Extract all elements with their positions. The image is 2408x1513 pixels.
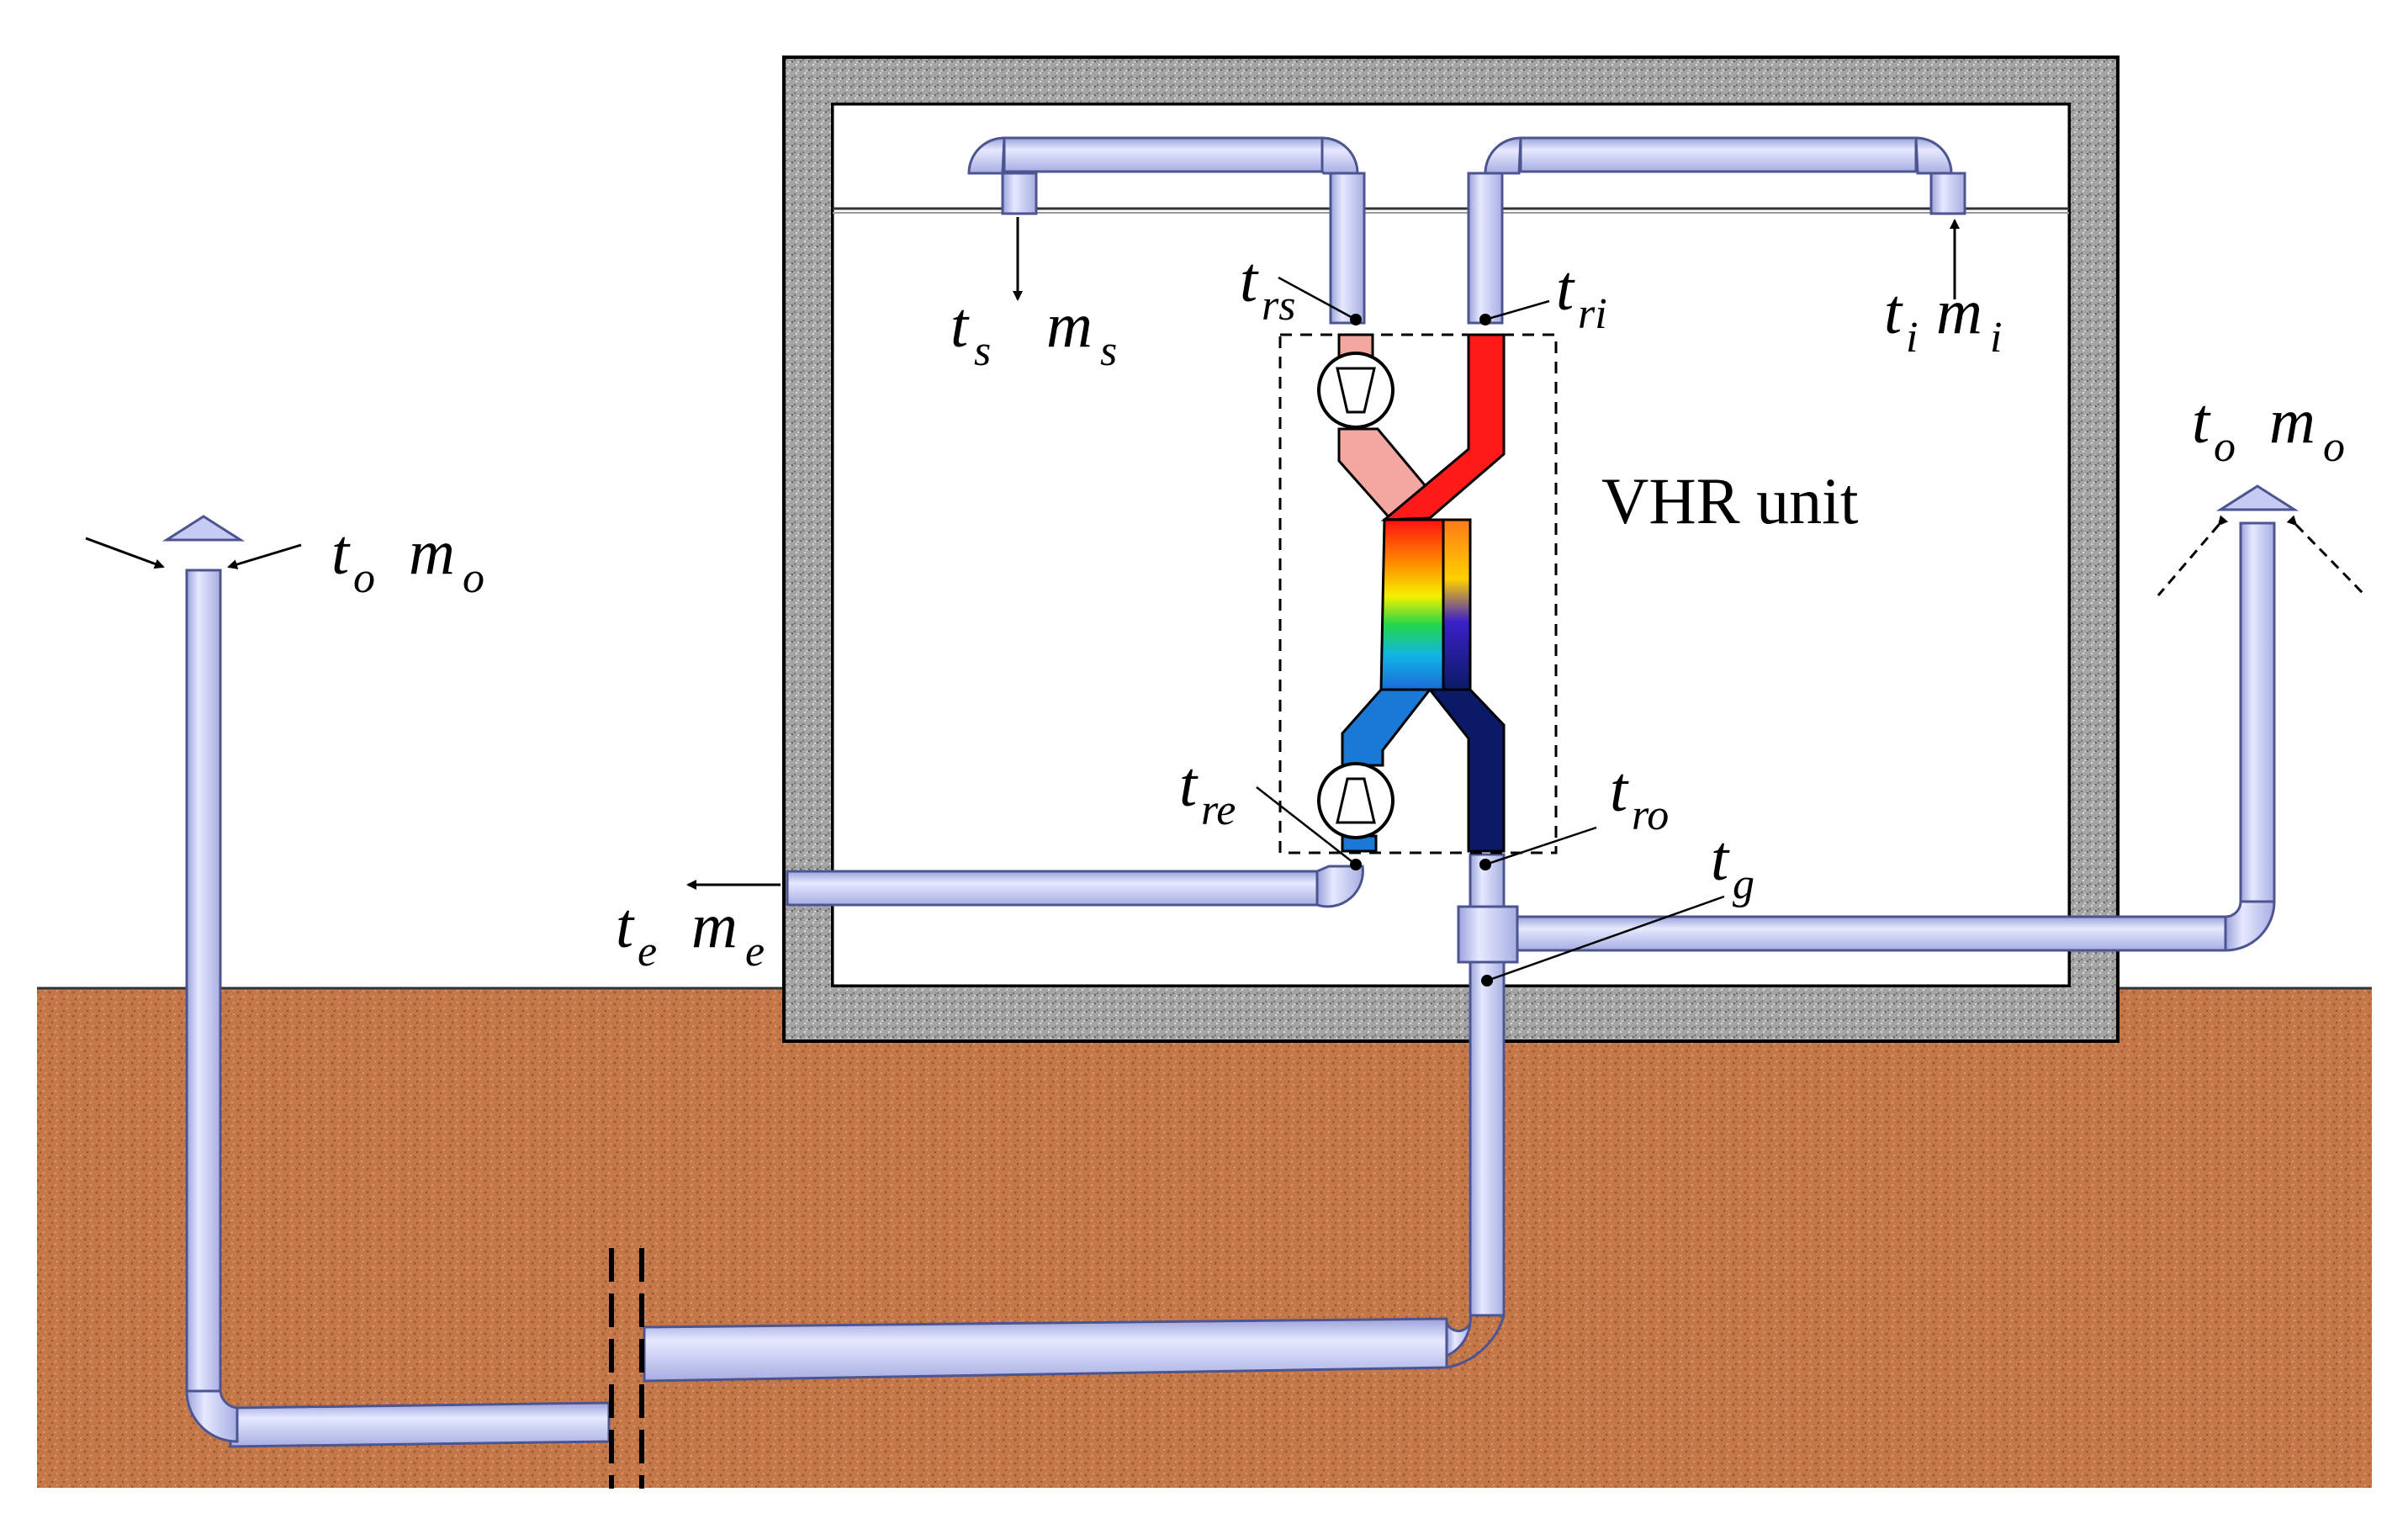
svg-text:m: m — [1936, 277, 1982, 347]
exhaust-fan — [1317, 762, 1395, 839]
svg-text:t: t — [331, 517, 351, 588]
supply-fan — [1317, 352, 1395, 429]
svg-text:t: t — [1884, 277, 1903, 347]
label-t-g: t g — [1711, 823, 1754, 908]
building-wall — [782, 56, 2120, 1043]
vhr-unit-label: VHR unit — [1601, 464, 1859, 537]
svg-text:e: e — [638, 928, 657, 976]
heat-exchanger-core — [1337, 333, 1506, 853]
label-indoor-return: t i m i — [1884, 277, 2002, 362]
svg-text:e: e — [745, 928, 765, 976]
pipework — [185, 136, 2276, 1448]
vhr-unit-boundary — [1278, 333, 1558, 854]
leader-lines — [1256, 276, 1725, 982]
svg-text:m: m — [2269, 386, 2315, 457]
svg-text:ro: ro — [1632, 791, 1669, 839]
label-exhaust: t e m e — [616, 891, 765, 976]
svg-text:t: t — [1711, 823, 1730, 894]
label-t-re: t re — [1179, 749, 1236, 834]
svg-text:m: m — [1046, 290, 1093, 361]
label-t-ri: t ri — [1556, 253, 1607, 338]
svg-text:g: g — [1733, 860, 1754, 908]
label-t-ro: t ro — [1610, 754, 1669, 839]
svg-text:o: o — [2214, 423, 2236, 471]
svg-text:s: s — [1100, 327, 1117, 375]
svg-text:t: t — [1610, 754, 1629, 825]
label-t-rs: t rs — [1240, 245, 1295, 330]
pipe-break-marks — [609, 1248, 644, 1489]
svg-text:t: t — [950, 290, 970, 361]
intake-cap-right — [2215, 484, 2300, 511]
svg-text:t: t — [1240, 245, 1259, 315]
svg-text:t: t — [2192, 386, 2211, 457]
svg-text:m: m — [691, 891, 738, 961]
label-outdoor-intake: t o m o — [331, 517, 484, 602]
svg-text:i: i — [1906, 314, 1918, 362]
svg-text:s: s — [974, 327, 991, 375]
svg-text:i: i — [1990, 314, 2002, 362]
svg-text:o: o — [463, 554, 484, 602]
flow-arrows — [85, 217, 2365, 890]
svg-text:ri: ri — [1578, 290, 1607, 338]
intake-cap-left — [161, 515, 246, 542]
svg-text:rs: rs — [1262, 282, 1295, 330]
svg-text:t: t — [1556, 253, 1575, 324]
svg-text:t: t — [616, 891, 635, 961]
measurement-points — [1350, 314, 1493, 987]
svg-text:t: t — [1179, 749, 1199, 820]
label-outdoor-exhaust: t o m o — [2192, 386, 2345, 471]
label-supply: t s m s — [950, 290, 1117, 375]
svg-text:m: m — [409, 517, 455, 588]
svg-text:o: o — [353, 554, 375, 602]
svg-text:o: o — [2323, 423, 2345, 471]
svg-text:re: re — [1201, 786, 1236, 834]
